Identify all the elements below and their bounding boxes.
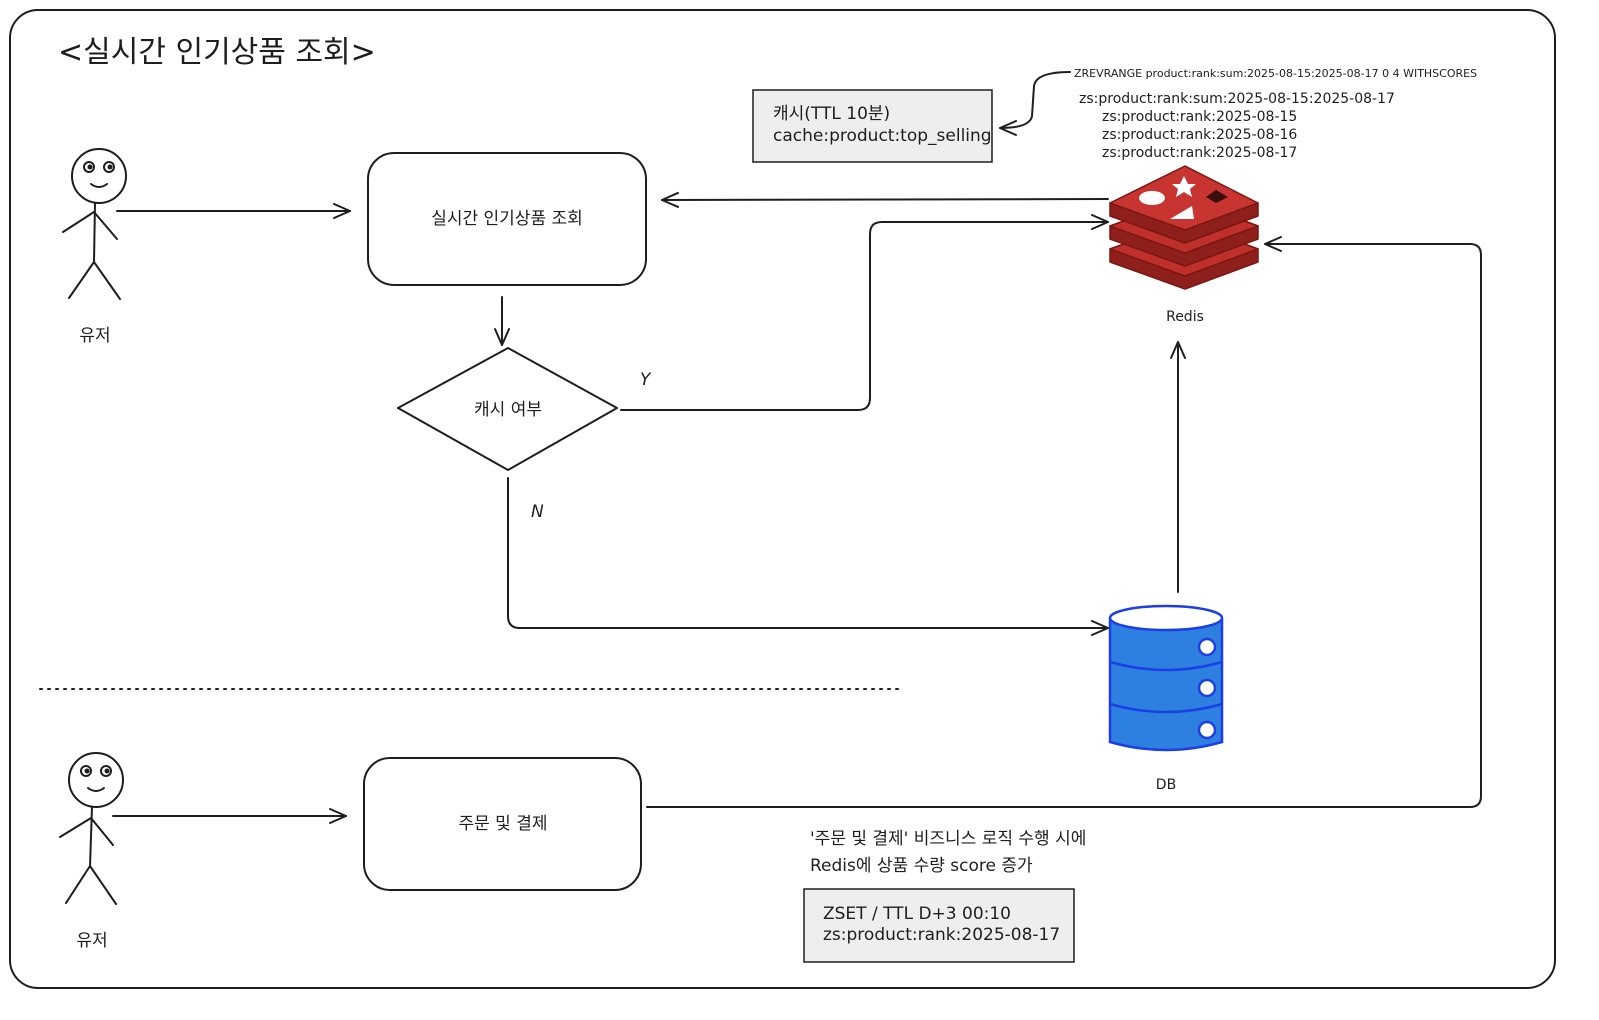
- cache-note-box: [752, 89, 993, 163]
- zset-note-line1: ZSET / TTL D+3 00:10: [823, 904, 1011, 924]
- zset-note-box: [803, 888, 1075, 963]
- user-label-bottom: 유저: [76, 931, 107, 951]
- edge-order-to-redis: [646, 236, 1482, 808]
- page-title: <실시간 인기상품 조회>: [58, 35, 376, 70]
- order-note-line2: Redis에 상품 수량 score 증가: [810, 856, 1033, 876]
- redis-label: Redis: [1166, 309, 1204, 325]
- redis-command: ZREVRANGE product:rank:sum:2025-08-15:20…: [1074, 67, 1477, 80]
- cache-check-label: 캐시 여부: [474, 400, 542, 420]
- realtime-query-label: 실시간 인기상품 조회: [431, 209, 583, 229]
- redis-source-key: zs:product:rank:2025-08-17: [1102, 145, 1297, 161]
- user-label-top: 유저: [79, 326, 110, 346]
- cache-check-diamond: [397, 347, 618, 471]
- diagram-frame: [9, 9, 1556, 989]
- user-actor-bottom: [59, 752, 124, 905]
- order-payment-label: 주문 및 결제: [458, 814, 547, 834]
- db-label: DB: [1156, 777, 1176, 793]
- redis-source-key: zs:product:rank:2025-08-16: [1102, 127, 1297, 143]
- no-edge-label: N: [531, 502, 544, 522]
- zset-note-line2: zs:product:rank:2025-08-17: [823, 925, 1060, 945]
- redis-union-key: zs:product:rank:sum:2025-08-15:2025-08-1…: [1079, 91, 1395, 107]
- redis-source-key: zs:product:rank:2025-08-15: [1102, 109, 1297, 125]
- cache-note-line1: 캐시(TTL 10분): [773, 104, 890, 124]
- edge-cache-no-to-db: [507, 477, 1109, 636]
- redis-icon: [1109, 165, 1259, 290]
- edge-redis-to-query: [661, 191, 1109, 208]
- order-note-line1: '주문 및 결제' 비즈니스 로직 수행 시에: [810, 829, 1086, 849]
- realtime-query-box: [367, 152, 647, 286]
- cache-note-line2: cache:product:top_selling: [773, 126, 992, 146]
- edge-cache-yes-to-redis: [620, 214, 1109, 411]
- edge-command-to-cache: [999, 71, 1071, 136]
- yes-edge-label: Y: [640, 370, 652, 390]
- database-icon: [1108, 604, 1224, 752]
- user-actor-top: [62, 148, 127, 300]
- order-payment-box: [363, 757, 642, 891]
